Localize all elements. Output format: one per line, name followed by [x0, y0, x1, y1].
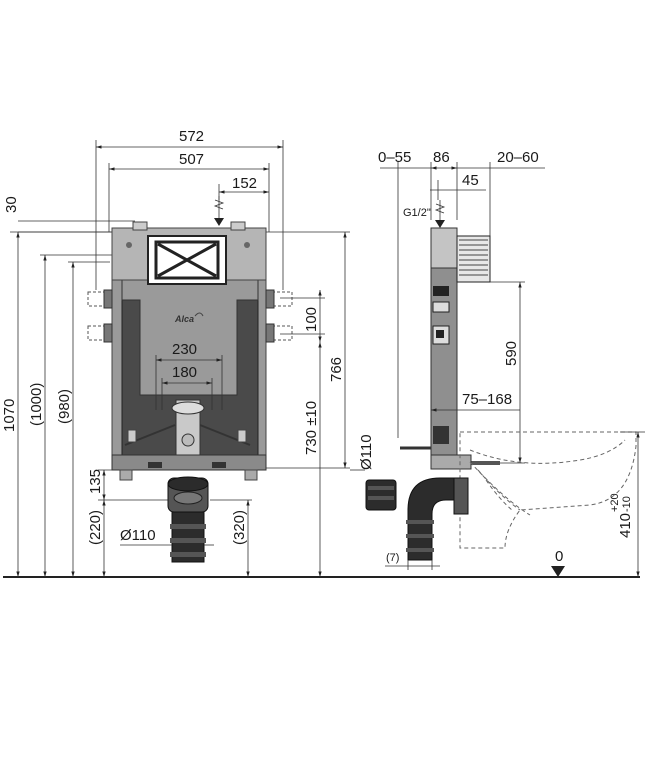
dim-1000: (1000) [28, 383, 45, 426]
side-view: 0–55 86 20–60 45 G1/2" 590 75–1 [350, 149, 645, 577]
dim-410-tol-plus: +20 [609, 493, 621, 512]
brand-label: Alca [174, 314, 194, 324]
drain-coupling-side [365, 479, 397, 511]
zero-triangle-icon [551, 566, 565, 577]
dim-75-168: 75–168 [462, 391, 512, 408]
dim-45: 45 [462, 172, 479, 189]
zero-label: 0 [555, 548, 563, 565]
dim-30: 30 [3, 196, 20, 213]
dim-730: 730 ±10 [303, 401, 320, 455]
dim-980: (980) [56, 389, 73, 424]
dim-0-55: 0–55 [378, 149, 411, 166]
dim-320: (320) [231, 510, 248, 545]
dim-86: 86 [433, 149, 450, 166]
dim-180: 180 [172, 364, 197, 381]
dim-diameter-110-side: Ø110 [358, 434, 375, 470]
dim-230: 230 [172, 341, 197, 358]
drain-pipe-front [167, 476, 209, 563]
dim-410-tol-minus: -10 [621, 496, 633, 512]
dim-100: 100 [303, 307, 320, 332]
inlet-thread-label: G1/2" [403, 207, 431, 219]
dim-766: 766 [328, 357, 345, 382]
dim-20-60: 20–60 [497, 149, 539, 166]
dim-135: 135 [87, 469, 104, 494]
dim-7: (7) [386, 552, 399, 564]
dim-152: 152 [232, 175, 257, 192]
dim-diameter-110-front: Ø110 [120, 527, 156, 544]
dim-572: 572 [179, 128, 204, 145]
dim-507: 507 [179, 151, 204, 168]
front-view: 572 507 152 30 1070 (1000) (980) 135 (22… [1, 128, 350, 577]
dim-1070: 1070 [1, 399, 18, 432]
brand-mark-icon [194, 312, 204, 317]
drain-elbow-side [406, 477, 469, 561]
toilet-bowl-outline [459, 431, 637, 549]
dim-590: 590 [503, 341, 520, 366]
dim-410: 410 [617, 513, 634, 538]
dim-220: (220) [87, 510, 104, 545]
